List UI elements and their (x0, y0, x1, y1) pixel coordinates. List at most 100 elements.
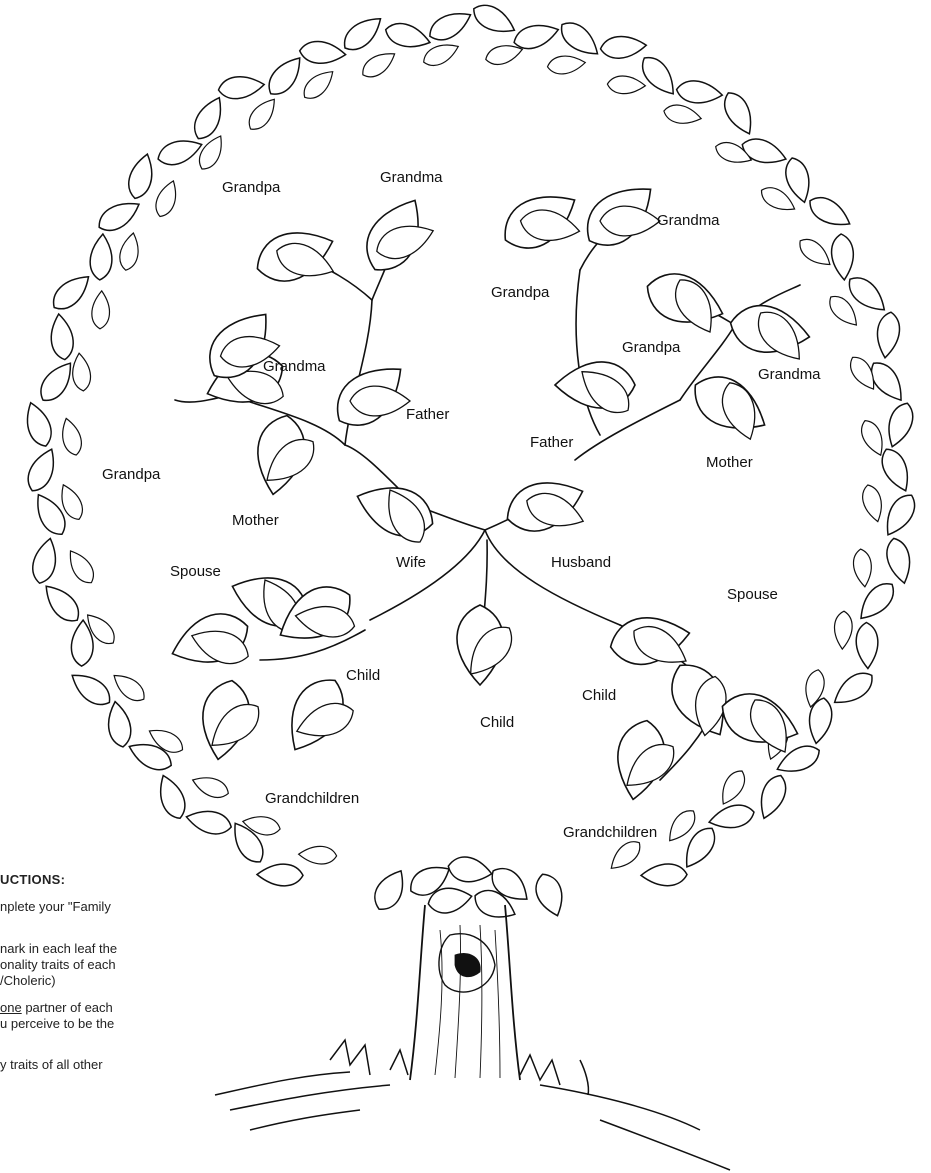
spouse-right-label: Spouse (727, 587, 778, 602)
husband-grandpa-label: Grandpa (622, 340, 680, 355)
leaf (835, 673, 872, 702)
leaf (832, 234, 854, 280)
instruction-line: y traits of all other (0, 1058, 103, 1071)
paternal-grandma-label: Grandma (380, 170, 443, 185)
leaf (299, 846, 337, 864)
leaf (872, 363, 901, 400)
child-left-label: Child (346, 668, 380, 683)
child-right-label: Child (582, 688, 616, 703)
leaf (161, 776, 185, 819)
leaf (41, 363, 70, 400)
leaf (269, 58, 299, 94)
leaf (54, 277, 89, 309)
leaf (562, 23, 598, 54)
leaf (304, 72, 332, 99)
leaf (849, 278, 884, 310)
husband-grandpa-top-label: Grandpa (491, 285, 549, 300)
leaf (548, 56, 586, 74)
wife-father-label: Father (406, 407, 449, 422)
instructions-title: UCTIONS: (0, 873, 65, 886)
leaf (73, 353, 91, 391)
leaf (33, 538, 56, 583)
spouse-left-label: Spouse (170, 564, 221, 579)
grandchildren-right-label: Grandchildren (563, 825, 657, 840)
leaf (350, 386, 410, 416)
leaf (810, 198, 850, 225)
grandchildren-left-label: Grandchildren (265, 791, 359, 806)
leaf (257, 864, 303, 886)
instruction-line: nark in each leaf the (0, 942, 117, 955)
leaf (90, 234, 112, 280)
leaf (186, 811, 231, 833)
leaf (611, 842, 639, 869)
leaf (72, 675, 109, 704)
leaf (51, 314, 73, 360)
leaf (607, 76, 645, 94)
husband-father-label: Father (530, 435, 573, 450)
leaf (158, 141, 202, 165)
leaf (761, 188, 794, 210)
leaf (430, 14, 471, 40)
leaf (448, 857, 491, 882)
leaf (601, 36, 647, 58)
leaf (687, 828, 715, 867)
leaf (722, 383, 754, 439)
instruction-line: onality traits of each (0, 958, 116, 971)
leaf (800, 239, 830, 264)
leaf (219, 77, 265, 99)
leaf (536, 874, 562, 915)
leaf (28, 403, 52, 446)
leaf (514, 26, 558, 49)
tree-trunk (410, 905, 520, 1080)
instruction-line: /Choleric) (0, 974, 56, 987)
leaf (888, 495, 915, 535)
leaf (725, 93, 751, 134)
leaf (670, 811, 695, 841)
leaf (193, 778, 229, 798)
leaf (300, 41, 346, 63)
leaf (120, 233, 138, 270)
wife-mother-label: Mother (232, 513, 279, 528)
leaf (882, 449, 907, 491)
leaf (129, 154, 152, 198)
leaf (641, 864, 687, 886)
leaf (863, 485, 882, 522)
leaf (62, 485, 82, 520)
leaf (786, 158, 809, 202)
leaf (856, 623, 878, 669)
leaf (889, 403, 913, 446)
leaf (249, 99, 274, 129)
leaf (345, 19, 381, 50)
husband-grandma-top-label: Grandma (657, 213, 720, 228)
husband-label: Husband (551, 555, 611, 570)
leaf (600, 206, 660, 236)
leaf (762, 776, 786, 819)
leaf (834, 611, 852, 649)
leaf (723, 771, 745, 804)
leaf (424, 45, 459, 65)
instruction-underlined: one (0, 1000, 22, 1015)
wife-grandpa-label: Grandpa (102, 467, 160, 482)
leaf (861, 584, 893, 619)
leaf (887, 538, 910, 583)
leaf (195, 98, 221, 139)
paternal-grandpa-label: Grandpa (222, 180, 280, 195)
leaf (851, 357, 874, 389)
wife-label: Wife (396, 555, 426, 570)
family-leaves (172, 189, 809, 799)
wife-grandma-label: Grandma (263, 359, 326, 374)
instruction-line-mixed: one partner of each (0, 1001, 113, 1014)
leaf (676, 280, 712, 332)
leaf (862, 421, 882, 456)
instruction-line: nplete your "Family (0, 900, 111, 913)
child-center-label: Child (480, 715, 514, 730)
leaf (830, 296, 856, 325)
leaf (114, 676, 144, 701)
leaf (853, 549, 871, 587)
leaf (751, 700, 787, 752)
leaf (474, 5, 515, 31)
leaf (664, 105, 701, 123)
leaf-wreath (28, 5, 915, 917)
